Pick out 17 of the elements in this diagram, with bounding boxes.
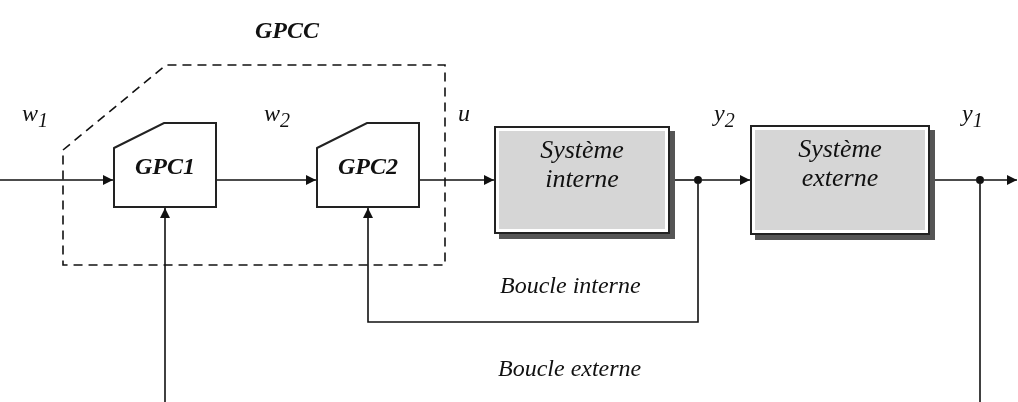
connector-line — [979, 183, 981, 402]
arrow — [0, 175, 114, 185]
junction-dot — [976, 176, 984, 184]
controller-block — [316, 122, 420, 208]
arrow — [419, 175, 495, 185]
arrow — [701, 175, 751, 185]
arrow — [216, 175, 317, 185]
controller-block — [113, 122, 217, 208]
arrow — [363, 183, 699, 323]
block-label: GPC2 — [337, 152, 399, 180]
junction-dot — [694, 176, 702, 184]
group-title: GPCC — [255, 17, 319, 44]
block-label: Système externe — [797, 135, 883, 193]
arrow — [160, 207, 170, 402]
arrow — [983, 175, 1018, 185]
block-label: GPC1 — [134, 152, 196, 180]
block-label: Système interne — [539, 136, 625, 194]
